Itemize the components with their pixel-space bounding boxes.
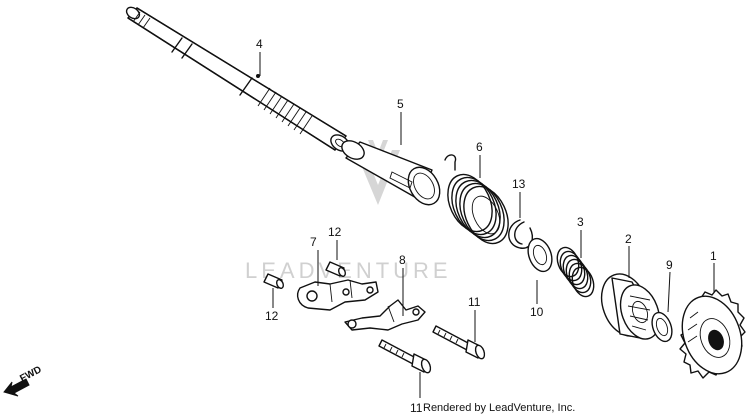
callout-5: 5: [397, 97, 404, 111]
dowel-pin-part-12-lower: [263, 273, 285, 289]
return-spring-part-6: [444, 154, 509, 245]
kickstarter-spindle-part-4: [125, 6, 350, 152]
circlip-part-13: [508, 219, 533, 249]
callout-8: 8: [399, 253, 406, 267]
fwd-arrow-icon: [3, 378, 30, 397]
render-credit-footer: Rendered by LeadVenture, Inc.: [423, 402, 576, 414]
ratchet-part-2: [600, 273, 661, 340]
leader-lines: [259, 52, 715, 398]
fwd-direction-marker: FWD: [3, 364, 44, 397]
ratchet-spring-part-3: [556, 246, 595, 298]
callout-11-right: 11: [468, 295, 481, 309]
leadventure-watermark: LEADVENTURE: [245, 140, 448, 283]
callout-3: 3: [577, 215, 584, 229]
callout-13: 13: [512, 177, 526, 191]
washer-part-10: [527, 237, 553, 273]
fwd-label: FWD: [18, 364, 43, 384]
callout-2: 2: [625, 232, 632, 246]
spindle-collar-part-5: [341, 140, 441, 206]
kickstarter-gear-part-1: [679, 289, 746, 379]
washer-part-9: [651, 311, 673, 343]
stopper-plate-part-8: [344, 299, 426, 331]
watermark-logo-mark-inner: [368, 140, 388, 165]
callout-1: 1: [710, 249, 717, 263]
callout-10: 10: [530, 305, 544, 319]
bolt-part-11-left: [378, 339, 432, 374]
callout-4: 4: [256, 37, 263, 51]
callout-11-left: 11: [410, 401, 423, 415]
callout-6: 6: [476, 140, 483, 154]
callout-12-upper: 12: [328, 225, 342, 239]
ratchet-guide-plate-part-7: [296, 279, 379, 311]
bolt-part-11-right: [432, 325, 486, 360]
callout-12-lower: 12: [265, 309, 279, 323]
callout-9: 9: [666, 258, 673, 272]
callout-7: 7: [310, 235, 317, 249]
dowel-pin-part-12-upper: [325, 261, 347, 277]
spindle-splines: [257, 87, 313, 135]
